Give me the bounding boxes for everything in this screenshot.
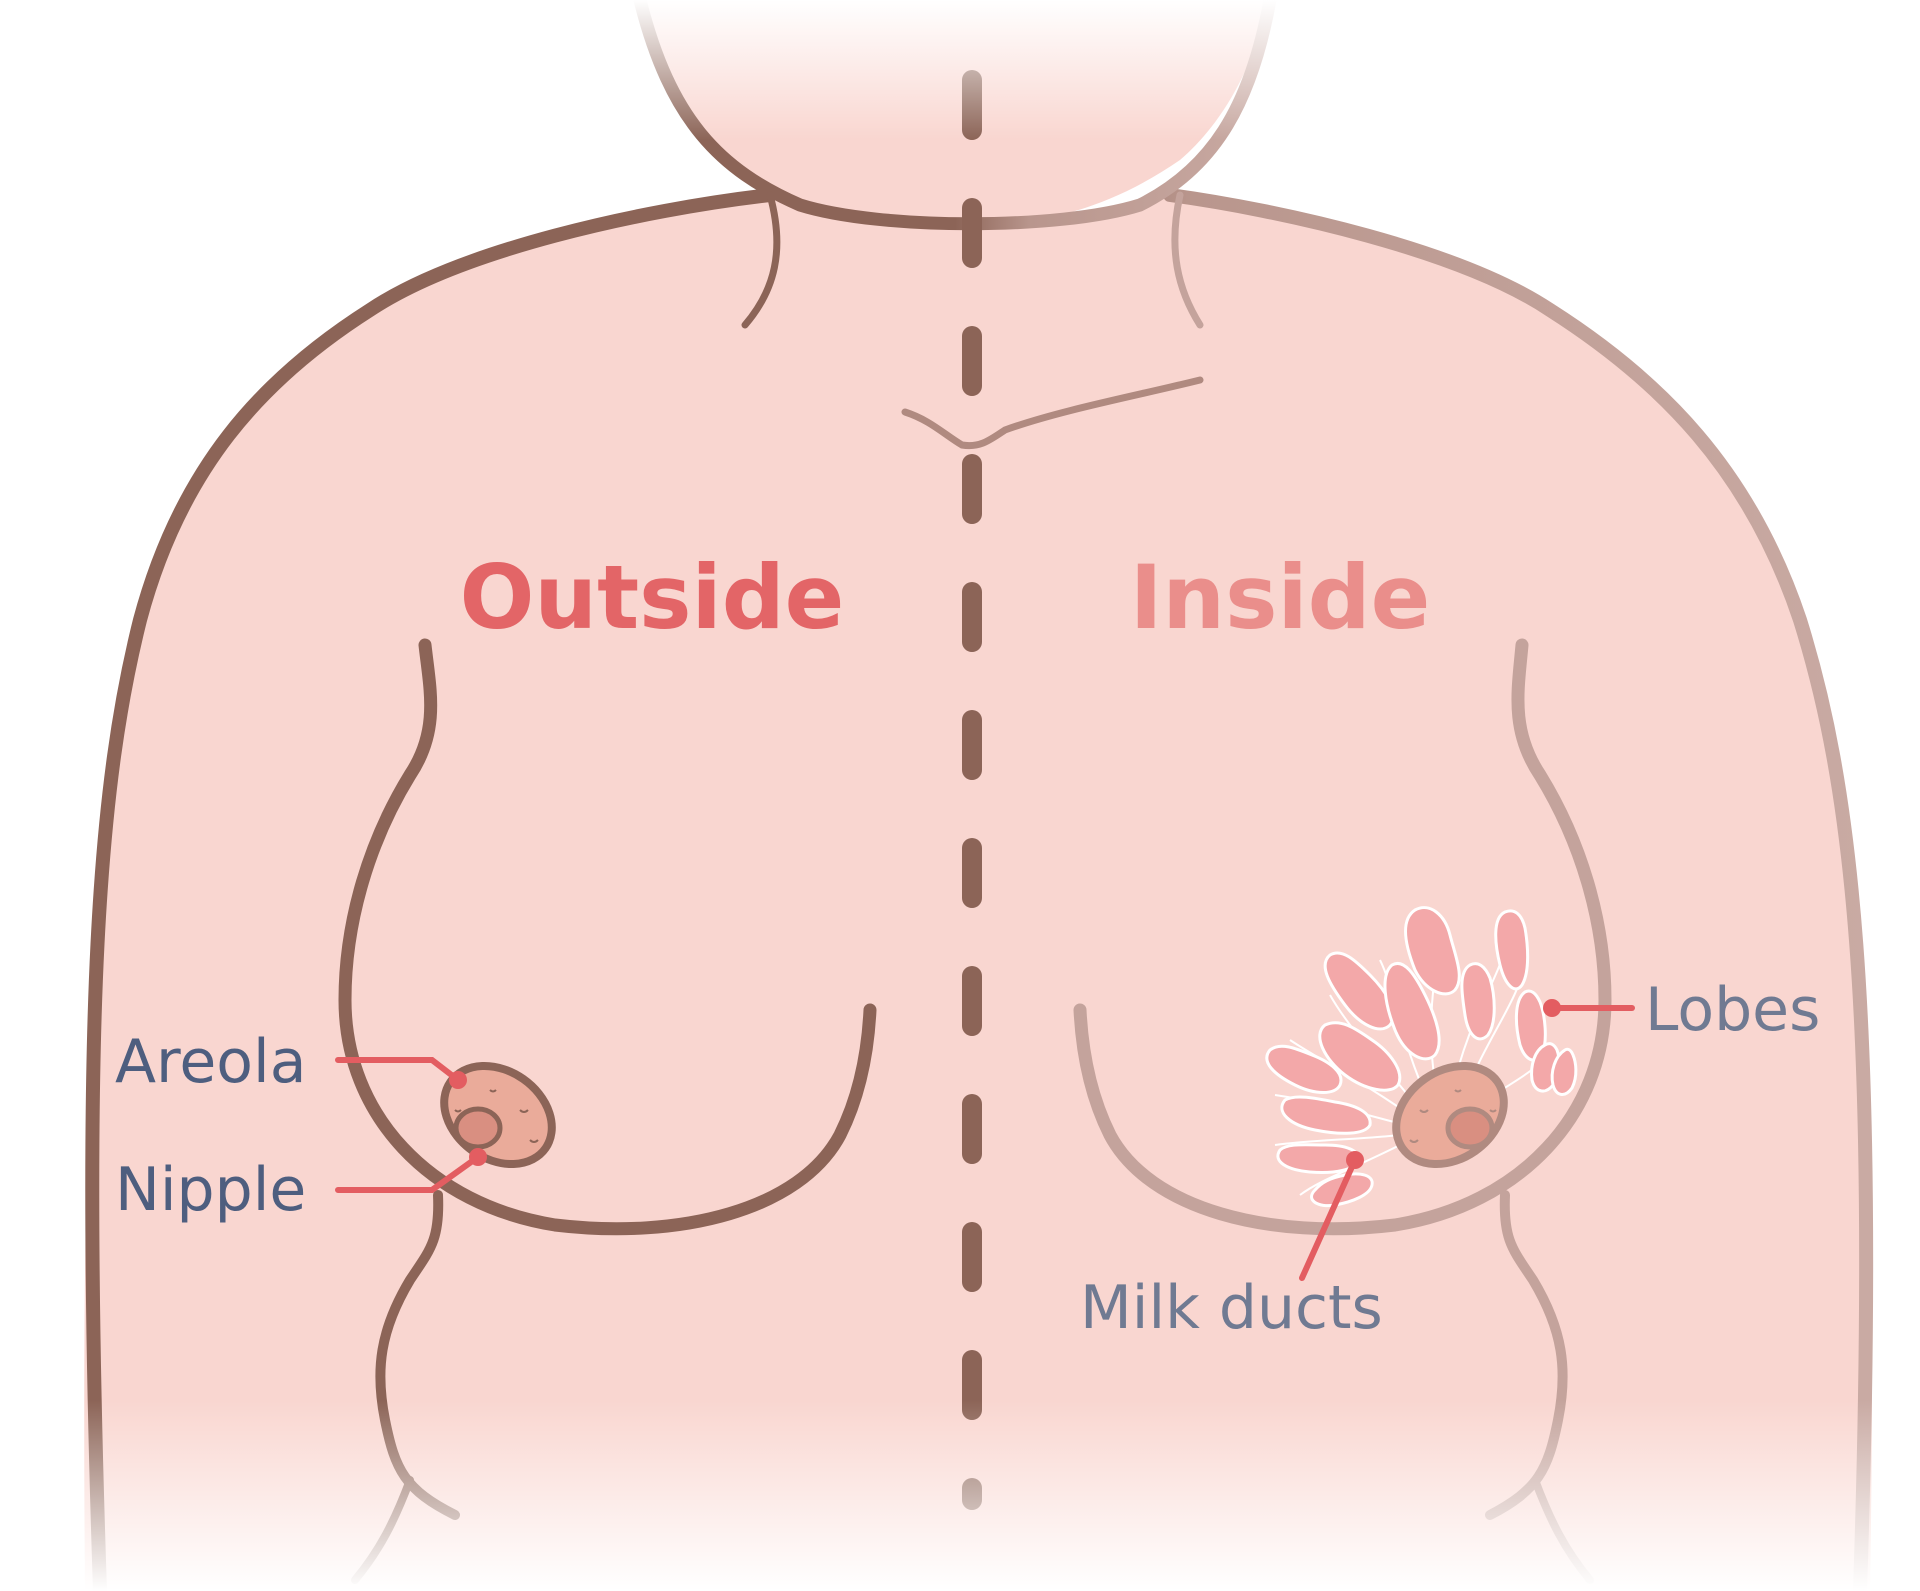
nipple-pointer-dot — [469, 1148, 487, 1166]
lobe-shapes — [1265, 906, 1578, 1208]
left-areola-dots — [454, 1089, 539, 1143]
bottom-fade — [0, 1400, 1920, 1591]
pointer-dots — [449, 999, 1561, 1169]
label-nipple: Nipple — [115, 1155, 306, 1225]
right-breast-outline — [1073, 638, 1612, 1236]
body-outline — [85, 188, 1874, 1591]
heading-inside: Inside — [1130, 546, 1431, 649]
areola-pointer — [335, 1057, 461, 1083]
heading-outside: Outside — [460, 546, 845, 649]
milk-ducts-pointer-dot — [1346, 1151, 1364, 1169]
lobes-pointer-dot — [1543, 999, 1561, 1017]
pointers — [335, 1005, 1635, 1281]
areola-pointer-dot — [449, 1071, 467, 1089]
collarbone — [901, 376, 1204, 450]
right-areola-group — [1392, 1061, 1508, 1169]
label-lobes: Lobes — [1645, 975, 1820, 1045]
left-breast-outline — [338, 638, 877, 1236]
top-fade — [0, 0, 1920, 140]
label-milk-ducts: Milk ducts — [1080, 1273, 1383, 1343]
neck-line-right — [1171, 191, 1204, 329]
neck-line-left — [741, 191, 781, 329]
right-areola-dots — [1409, 1089, 1497, 1143]
left-nipple — [453, 1106, 503, 1150]
milk-ducts-pointer — [1299, 1157, 1358, 1281]
nipple-pointer — [335, 1154, 481, 1193]
lobes-cluster — [1265, 906, 1578, 1208]
label-areola: Areola — [115, 1027, 306, 1097]
right-nipple — [1445, 1106, 1495, 1150]
